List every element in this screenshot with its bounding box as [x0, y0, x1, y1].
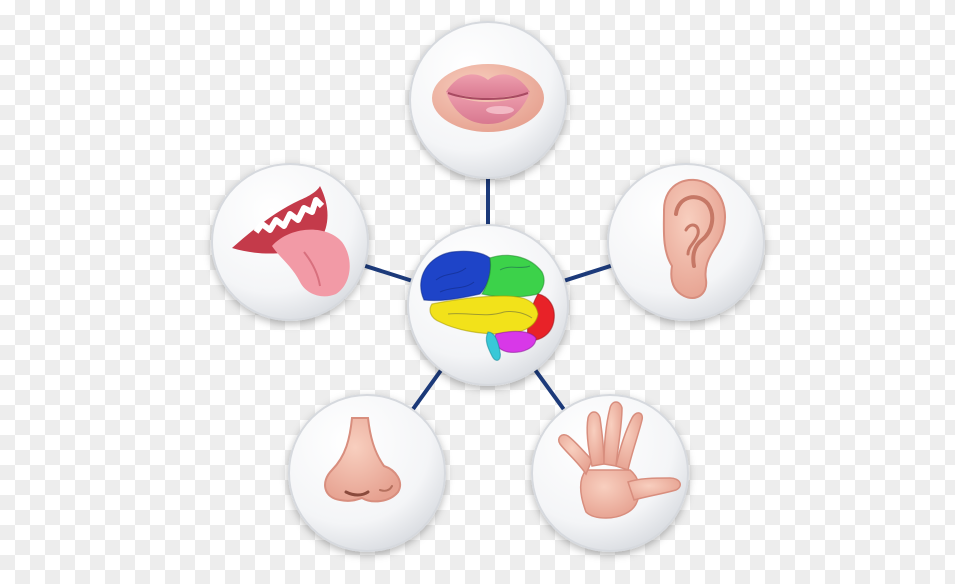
ear-node — [608, 164, 764, 320]
mouth-icon — [432, 64, 544, 132]
tongue-node — [212, 164, 368, 320]
mouth-node — [410, 22, 566, 178]
brain-node — [408, 225, 568, 385]
nose-node — [289, 395, 445, 551]
hand-node — [532, 395, 688, 551]
